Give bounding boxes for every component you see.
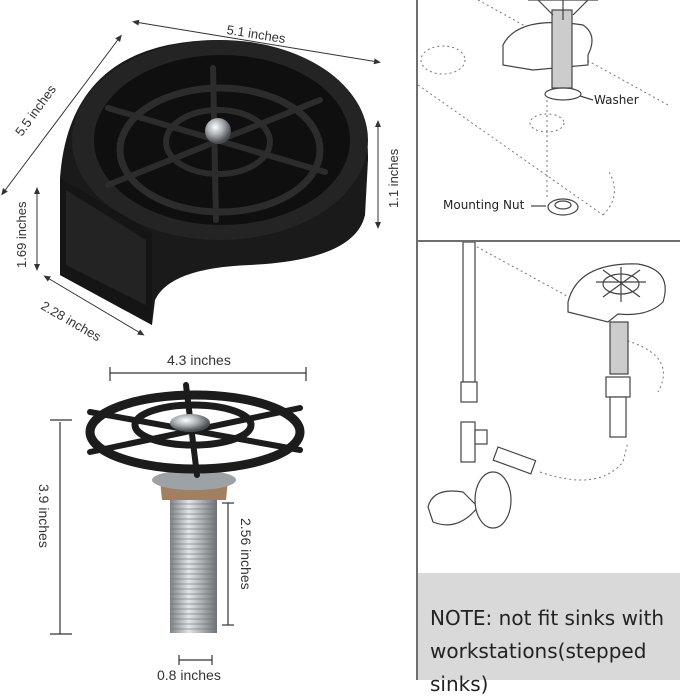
dim-total-height-label: 3.9 inches (36, 484, 52, 548)
rinser-basin (60, 40, 369, 325)
product-illustration (1, 19, 381, 665)
note-line-1: NOTE: not fit sinks with (430, 606, 665, 630)
spray-head (85, 382, 305, 633)
washer-label: Washer (594, 93, 639, 107)
dim-thread-length-label: 2.56 inches (238, 518, 254, 590)
dim-head-width-label: 4.3 inches (167, 352, 231, 368)
panel-divider-horizontal (417, 240, 680, 242)
dim-inner-height-label: 1.1 inches (386, 148, 401, 208)
product-panel: 5.1 inches 5.5 inches 1.1 inches 1.69 in… (1, 19, 401, 683)
dim-thread-diameter-label: 0.8 inches (157, 667, 221, 683)
dim-front-height-label: 1.69 inches (14, 201, 29, 269)
panel-divider-vertical (416, 0, 418, 680)
mounting-nut-label: Mounting Nut (443, 198, 525, 212)
note-line-2: workstations(stepped (430, 639, 647, 663)
note-line-3: sinks) (430, 672, 489, 696)
note-box: NOTE: not fit sinks with workstations(st… (418, 573, 680, 696)
installation-diagram-bottom (418, 242, 680, 573)
installation-diagram-top: Washer Mounting Nut (418, 0, 680, 240)
